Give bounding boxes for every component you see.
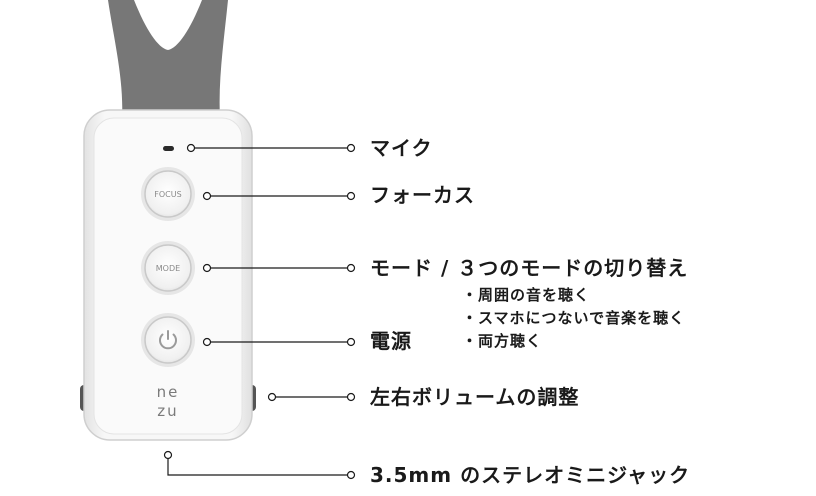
callout-lines [163,143,356,480]
focus-button[interactable]: FOCUS [141,167,195,221]
focus-label: フォーカス [370,183,475,207]
power-icon [159,330,177,350]
volume-label: 左右ボリュームの調整 [370,385,580,409]
brand-logo: ne zu [157,383,180,420]
microphone [163,146,174,151]
jack-label: 3.5mm のステレオミニジャック [370,463,691,487]
mode-button-label: MODE [156,264,180,273]
mode-option-2: ・スマホにつないで音楽を聴く [462,309,686,327]
neck-strap [108,0,228,118]
power-label: 電源 [370,329,412,353]
mode-button[interactable]: MODE [141,241,195,295]
mode-label: モード / ３つのモードの切り替え [370,256,689,280]
svg-text:ne: ne [157,383,180,401]
svg-text:zu: zu [157,402,178,420]
mode-option-3: ・両方聴く [462,332,543,350]
power-button[interactable] [141,313,195,367]
focus-button-label: FOCUS [154,190,181,199]
mode-option-1: ・周囲の音を聴く [462,286,591,304]
mic-label: マイク [370,136,433,160]
